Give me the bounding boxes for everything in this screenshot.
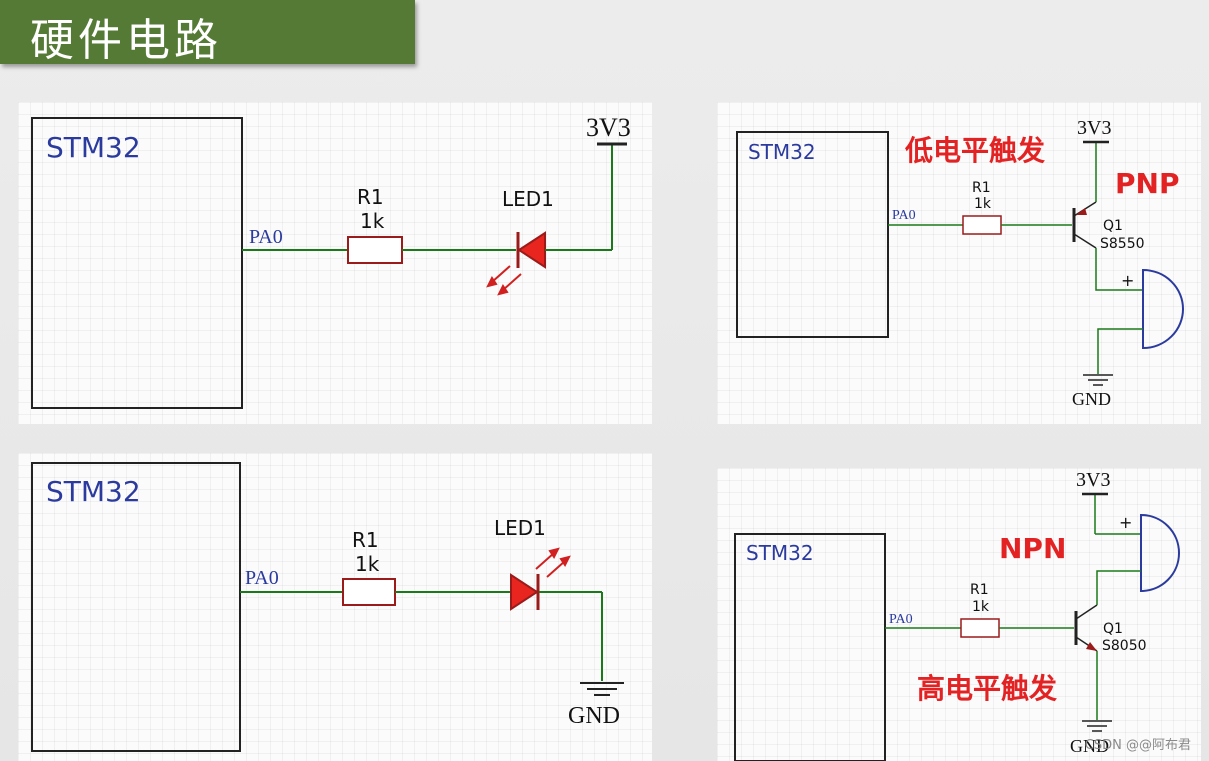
resistor-ref: R1 <box>357 185 384 209</box>
mcu-block <box>31 117 243 409</box>
resistor-ref: R1 <box>352 528 379 552</box>
wire-collector-to-buzzer <box>1095 248 1143 291</box>
mcu-block <box>31 462 241 752</box>
mcu-block <box>734 533 886 761</box>
buzzer-icon <box>1142 268 1184 350</box>
ground-label: GND <box>1070 736 1109 756</box>
transistor-ref: Q1 <box>1103 621 1123 637</box>
ground-symbol-icon <box>1082 720 1112 732</box>
circuit-led-sink-diagram: STM32 PA0 R1 1k 3V3 LED1 <box>31 113 631 409</box>
mcu-label: STM32 <box>746 541 814 565</box>
ground-symbol-icon <box>1083 374 1113 386</box>
resistor-r1 <box>342 578 396 606</box>
transistor-part: S8550 <box>1100 236 1145 252</box>
resistor-value: 1k <box>972 599 990 615</box>
mcu-block <box>736 131 889 338</box>
wire-buzzer-to-ground <box>1097 328 1143 374</box>
light-arrows-icon <box>535 547 571 578</box>
led-diode-icon <box>517 231 546 269</box>
power-label: 3V3 <box>1077 117 1111 139</box>
pin-label: PA0 <box>889 612 913 627</box>
ground-label: GND <box>1072 389 1111 409</box>
power-label: 3V3 <box>586 113 631 142</box>
pin-label: PA0 <box>249 226 283 248</box>
buzzer-plus-label: + <box>1121 271 1134 290</box>
resistor-ref: R1 <box>970 582 989 598</box>
mcu-label: STM32 <box>46 131 141 164</box>
resistor-value: 1k <box>355 552 380 576</box>
led-diode-icon <box>510 573 539 611</box>
ground-symbol-icon <box>580 682 624 696</box>
circuit-led-source-diagram: STM32 PA0 R1 1k GND LED1 <box>31 462 624 752</box>
circuit-buzzer-pnp-panel: STM32 PA0 R1 1k 3V3 Q1 S8550 + GND 低电平触发… <box>717 102 1201 424</box>
buzzer-plus-label: + <box>1119 513 1132 532</box>
header-bar: 硬件电路 <box>0 0 415 66</box>
pin-label: PA0 <box>892 208 916 223</box>
ground-label: GND <box>568 703 620 729</box>
pin-label: PA0 <box>245 567 279 589</box>
mcu-label: STM32 <box>46 475 141 508</box>
resistor-value: 1k <box>360 209 385 233</box>
power-label: 3V3 <box>1076 469 1110 491</box>
resistor-r1 <box>347 236 403 264</box>
resistor-value: 1k <box>974 196 992 212</box>
pnp-transistor-icon <box>1072 201 1097 249</box>
wire-buzzer-to-collector <box>1096 570 1141 605</box>
transistor-part: S8050 <box>1102 638 1147 654</box>
page-title: 硬件电路 <box>30 15 222 66</box>
circuit-buzzer-pnp-diagram: STM32 PA0 R1 1k 3V3 Q1 S8550 + GND 低电平触发… <box>736 117 1184 409</box>
mcu-label: STM32 <box>748 140 816 164</box>
circuit-buzzer-npn-panel: STM32 PA0 R1 1k 3V3 + Q1 S8050 GND NPN 高… <box>717 468 1201 761</box>
led-ref: LED1 <box>502 187 554 211</box>
circuit-buzzer-npn-diagram: STM32 PA0 R1 1k 3V3 + Q1 S8050 GND NPN 高… <box>734 469 1180 761</box>
light-arrows-icon <box>486 265 522 296</box>
led-ref: LED1 <box>494 516 546 540</box>
watermark: CSDN @@阿布君 <box>1084 738 1191 753</box>
type-note: PNP <box>1115 167 1179 200</box>
circuit-led-sink-panel: STM32 PA0 R1 1k 3V3 LED1 <box>18 102 652 424</box>
transistor-ref: Q1 <box>1103 218 1123 234</box>
npn-transistor-icon <box>1074 604 1098 652</box>
resistor-r1 <box>962 215 1002 235</box>
trigger-note: 低电平触发 <box>904 134 1045 167</box>
circuit-led-source-panel: STM32 PA0 R1 1k GND LED1 <box>18 453 652 761</box>
buzzer-icon <box>1140 513 1180 593</box>
resistor-ref: R1 <box>972 180 991 196</box>
type-note: NPN <box>999 532 1066 565</box>
resistor-r1 <box>960 618 1000 638</box>
trigger-note: 高电平触发 <box>917 672 1057 705</box>
